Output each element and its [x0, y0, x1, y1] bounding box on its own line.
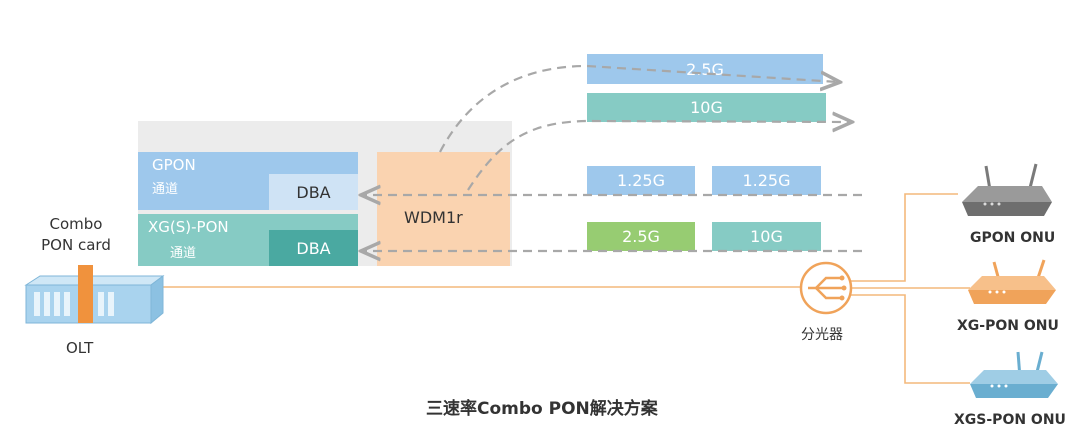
splitter-label: 分光器 — [801, 327, 843, 343]
xgs-channel-sublabel: 通道 — [170, 246, 197, 261]
xgs-channel-label: XG(S)-PON — [148, 218, 229, 236]
splitter-icon — [799, 261, 853, 315]
xgs-upstream-bar-1: 2.5G — [587, 222, 695, 251]
combo-card-line1: Combo — [49, 215, 103, 233]
gpon-dba: DBA — [269, 174, 358, 210]
wdm-label: WDM1r — [404, 208, 463, 227]
combo-card-line2: PON card — [41, 236, 111, 254]
downstream-arrow-top — [439, 64, 838, 153]
olt-label: OLT — [66, 339, 94, 357]
gpon-channel-label: GPON — [152, 156, 196, 174]
gpon-upstream-bar-1: 1.25G — [587, 166, 695, 195]
onu-label-xg: XG-PON ONU — [957, 318, 1059, 334]
xgs-dba: DBA — [269, 230, 358, 266]
downstream-arrow-bottom — [467, 121, 850, 191]
onu-label-gpon: GPON ONU — [970, 230, 1056, 246]
router-orange-icon — [968, 259, 1056, 304]
downstream-bar-bottom: 10G — [587, 93, 826, 122]
branch-fiber-xgs — [850, 294, 970, 384]
olt-device-icon — [24, 265, 165, 325]
router-blue-icon — [970, 351, 1058, 398]
gpon-upstream-bar-2: 1.25G — [712, 166, 821, 195]
wdm-block — [377, 152, 510, 266]
combo-card-label: Combo PON card — [28, 214, 124, 256]
diagram-caption: 三速率Combo PON解决方案 — [426, 399, 658, 419]
router-gray-icon — [962, 163, 1052, 216]
branch-fiber-gpon — [850, 193, 958, 282]
onu-label-xgs: XGS-PON ONU — [954, 412, 1066, 428]
gpon-channel-sublabel: 通道 — [152, 182, 179, 197]
xgs-upstream-bar-2: 10G — [712, 222, 821, 251]
